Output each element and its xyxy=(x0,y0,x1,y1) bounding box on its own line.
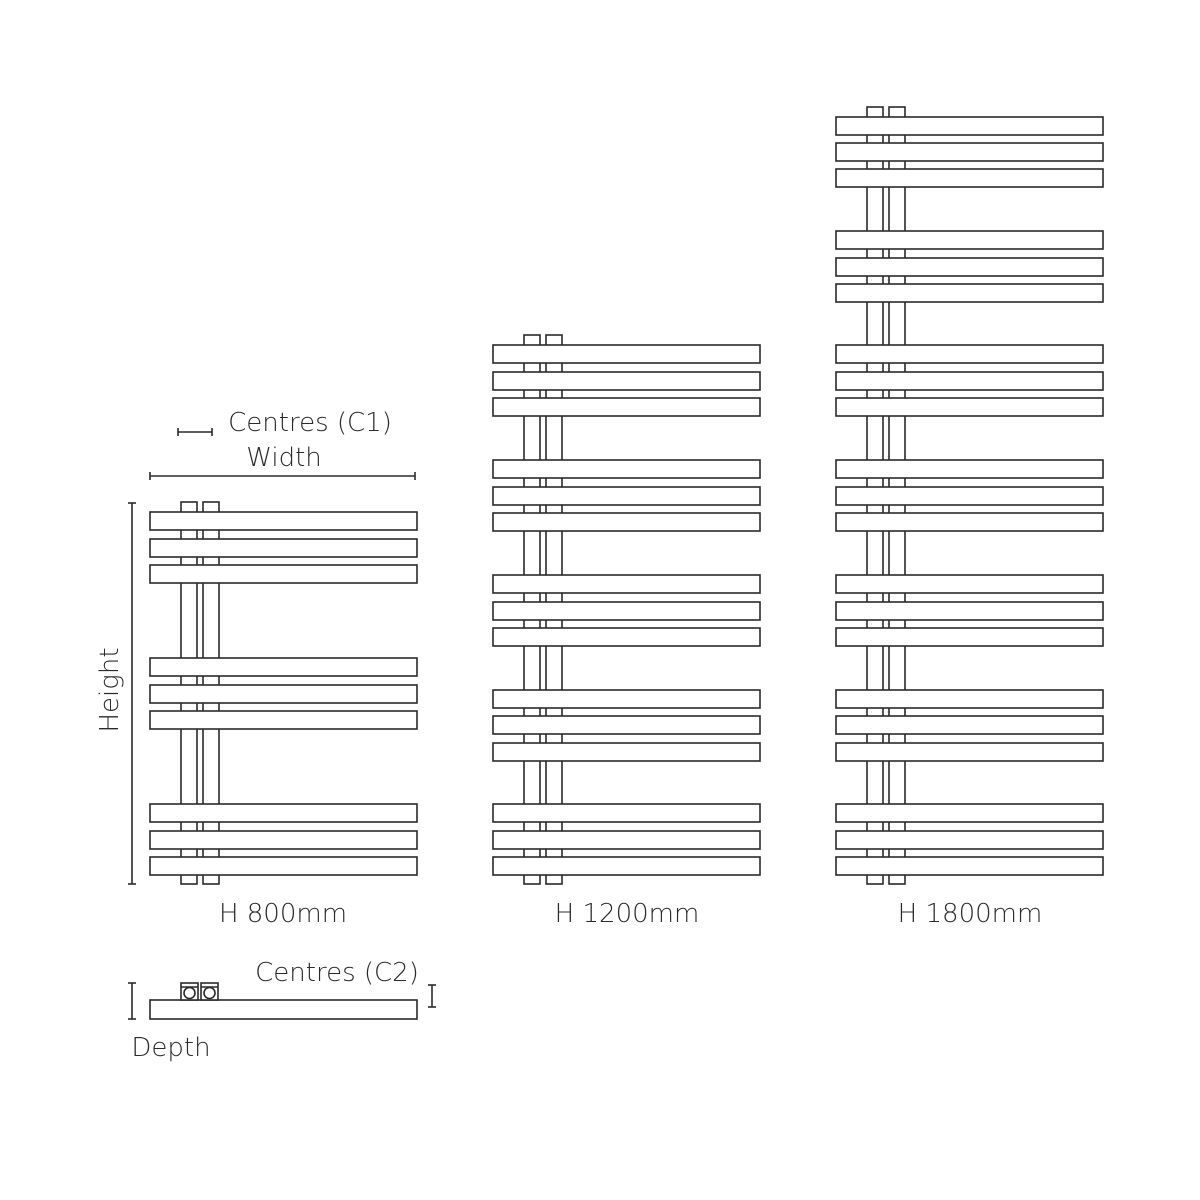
towel-rail xyxy=(492,371,761,391)
valve-icon xyxy=(180,982,199,1001)
radiator-1: H 1200mm xyxy=(492,334,761,929)
towel-rail xyxy=(835,574,1104,594)
towel-rail xyxy=(492,344,761,364)
towel-rail xyxy=(835,856,1104,876)
centres-c1-label: Centres (C1) xyxy=(228,408,392,438)
towel-rail xyxy=(835,715,1104,735)
towel-rail xyxy=(149,657,418,677)
towel-rail xyxy=(835,230,1104,250)
towel-rail xyxy=(492,486,761,506)
centres-c2-label: Centres (C2) xyxy=(255,958,419,988)
height-size-label: H 800mm xyxy=(219,899,347,929)
height-size-label: H 1200mm xyxy=(555,899,700,929)
towel-rail xyxy=(149,564,418,584)
towel-rail xyxy=(492,742,761,762)
height-dimension: Height xyxy=(95,502,136,885)
side-rail xyxy=(149,999,418,1020)
towel-rail xyxy=(835,459,1104,479)
towel-rail xyxy=(835,344,1104,364)
towel-rail xyxy=(835,168,1104,188)
towel-rail xyxy=(149,511,418,531)
towel-rail xyxy=(492,512,761,532)
towel-rail xyxy=(835,116,1104,136)
towel-rail xyxy=(149,710,418,730)
towel-rail xyxy=(835,283,1104,303)
towel-rail xyxy=(492,856,761,876)
towel-rail xyxy=(492,830,761,850)
towel-rail xyxy=(835,830,1104,850)
radiator-front-views: H 800mm H 1200mm H 1800mm xyxy=(149,106,1104,929)
width-dimension: Width xyxy=(149,443,416,480)
towel-rail xyxy=(835,689,1104,709)
towel-rail xyxy=(492,803,761,823)
radiator-2: H 1800mm xyxy=(835,106,1104,929)
radiator-side-view: Centres (C2) Depth xyxy=(128,958,436,1063)
depth-label: Depth xyxy=(131,1033,210,1063)
towel-rail xyxy=(492,459,761,479)
towel-rail xyxy=(835,371,1104,391)
towel-rail xyxy=(492,574,761,594)
radiator-0: H 800mm xyxy=(149,501,418,929)
valve-icon xyxy=(200,982,219,1001)
towel-rail xyxy=(835,397,1104,417)
towel-rail xyxy=(835,486,1104,506)
towel-rail xyxy=(835,512,1104,532)
height-label: Height xyxy=(95,647,125,732)
towel-rail xyxy=(835,257,1104,277)
towel-rail xyxy=(492,715,761,735)
towel-rail xyxy=(149,856,418,876)
towel-rail xyxy=(149,538,418,558)
height-size-label: H 1800mm xyxy=(898,899,1043,929)
towel-rail xyxy=(835,742,1104,762)
width-label: Width xyxy=(246,443,322,473)
towel-rail xyxy=(835,142,1104,162)
towel-rail xyxy=(149,684,418,704)
towel-rail xyxy=(835,601,1104,621)
towel-rail xyxy=(492,397,761,417)
towel-rail xyxy=(149,830,418,850)
towel-rail xyxy=(835,627,1104,647)
towel-rail xyxy=(835,803,1104,823)
towel-rail xyxy=(492,601,761,621)
centres-c1-dimension: Centres (C1) xyxy=(177,408,392,438)
towel-rail xyxy=(492,627,761,647)
towel-rail xyxy=(492,689,761,709)
towel-rail xyxy=(149,803,418,823)
